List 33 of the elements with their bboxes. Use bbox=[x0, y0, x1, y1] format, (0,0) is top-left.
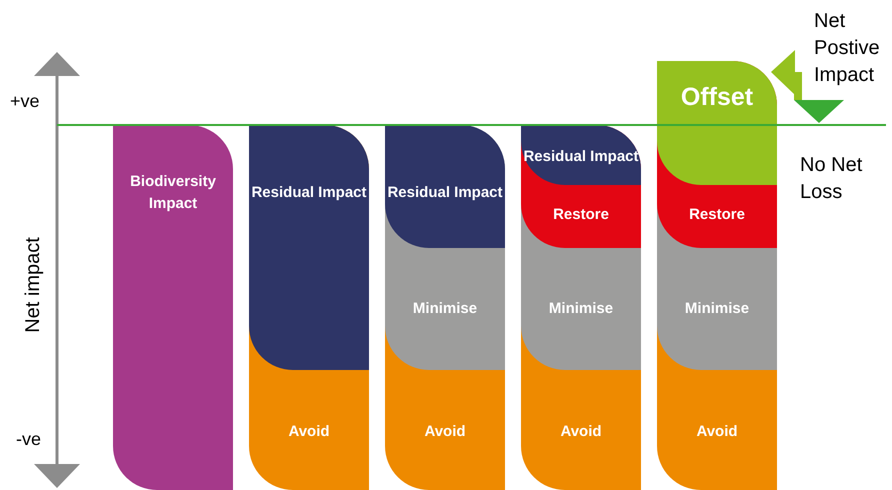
block-label: Minimise bbox=[548, 299, 614, 319]
block-label: Minimise bbox=[412, 299, 478, 319]
axis-label: +ve bbox=[10, 90, 40, 113]
stage-block bbox=[657, 248, 777, 370]
stage-block bbox=[113, 125, 233, 490]
axis-title: Net impact bbox=[21, 236, 45, 335]
stage-block bbox=[521, 185, 641, 248]
block-label: Avoid bbox=[424, 422, 466, 442]
block-label: Avoid bbox=[560, 422, 602, 442]
block-label: Residual Impact bbox=[387, 183, 503, 203]
block-label: Offset bbox=[680, 86, 754, 108]
annotation-text: Net Postive Impact bbox=[814, 9, 881, 88]
stage-block bbox=[385, 125, 505, 248]
stage-block bbox=[385, 248, 505, 370]
stage-block bbox=[657, 61, 777, 185]
block-label: Minimise bbox=[684, 299, 750, 319]
stage-block bbox=[521, 125, 641, 185]
stage-block bbox=[249, 370, 369, 490]
axis-label: -ve bbox=[16, 428, 42, 451]
stage-block bbox=[657, 370, 777, 490]
annotation-text: No Net Loss bbox=[800, 153, 864, 205]
block-label: Residual Impact bbox=[251, 183, 367, 203]
stage-block bbox=[385, 370, 505, 490]
block-label: Restore bbox=[689, 205, 745, 225]
block-label: Restore bbox=[553, 205, 609, 225]
stage-block bbox=[521, 248, 641, 370]
block-label: Residual Impact bbox=[523, 147, 639, 167]
block-label: Biodiversity Impact bbox=[129, 172, 217, 214]
stage-block bbox=[657, 185, 777, 248]
block-label: Avoid bbox=[288, 422, 330, 442]
stage-block bbox=[521, 370, 641, 490]
stage-block bbox=[249, 125, 369, 370]
block-label: Avoid bbox=[696, 422, 738, 442]
